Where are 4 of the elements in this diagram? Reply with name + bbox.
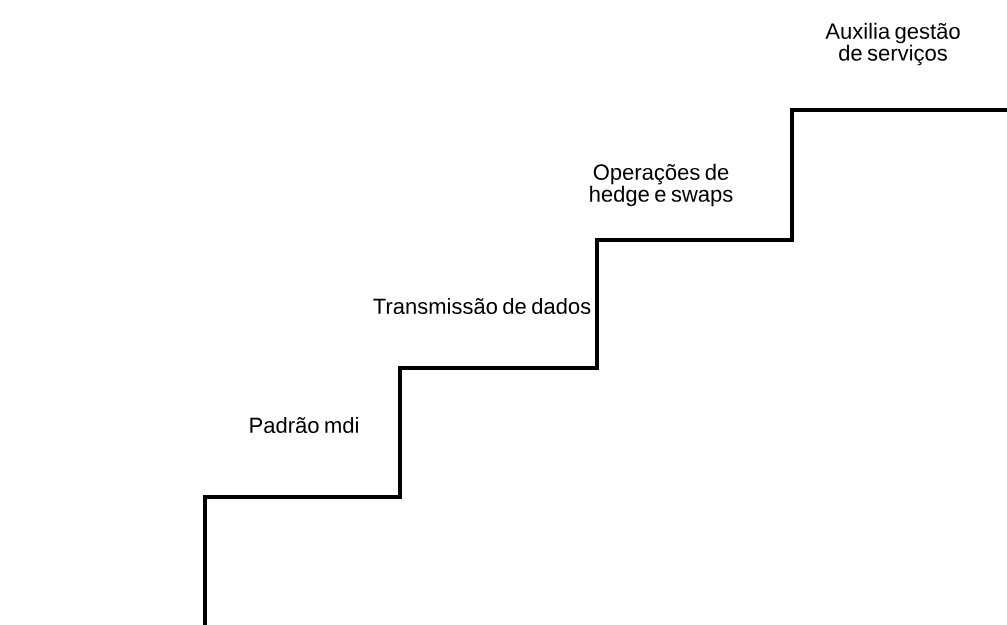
step-label: Padrão mdi (250, 416, 358, 434)
step-label: Operações de hedge e swaps (590, 163, 733, 207)
step-label: Transmissão de dados (373, 297, 591, 315)
step-label: Auxilia gestão de serviços (825, 22, 960, 66)
